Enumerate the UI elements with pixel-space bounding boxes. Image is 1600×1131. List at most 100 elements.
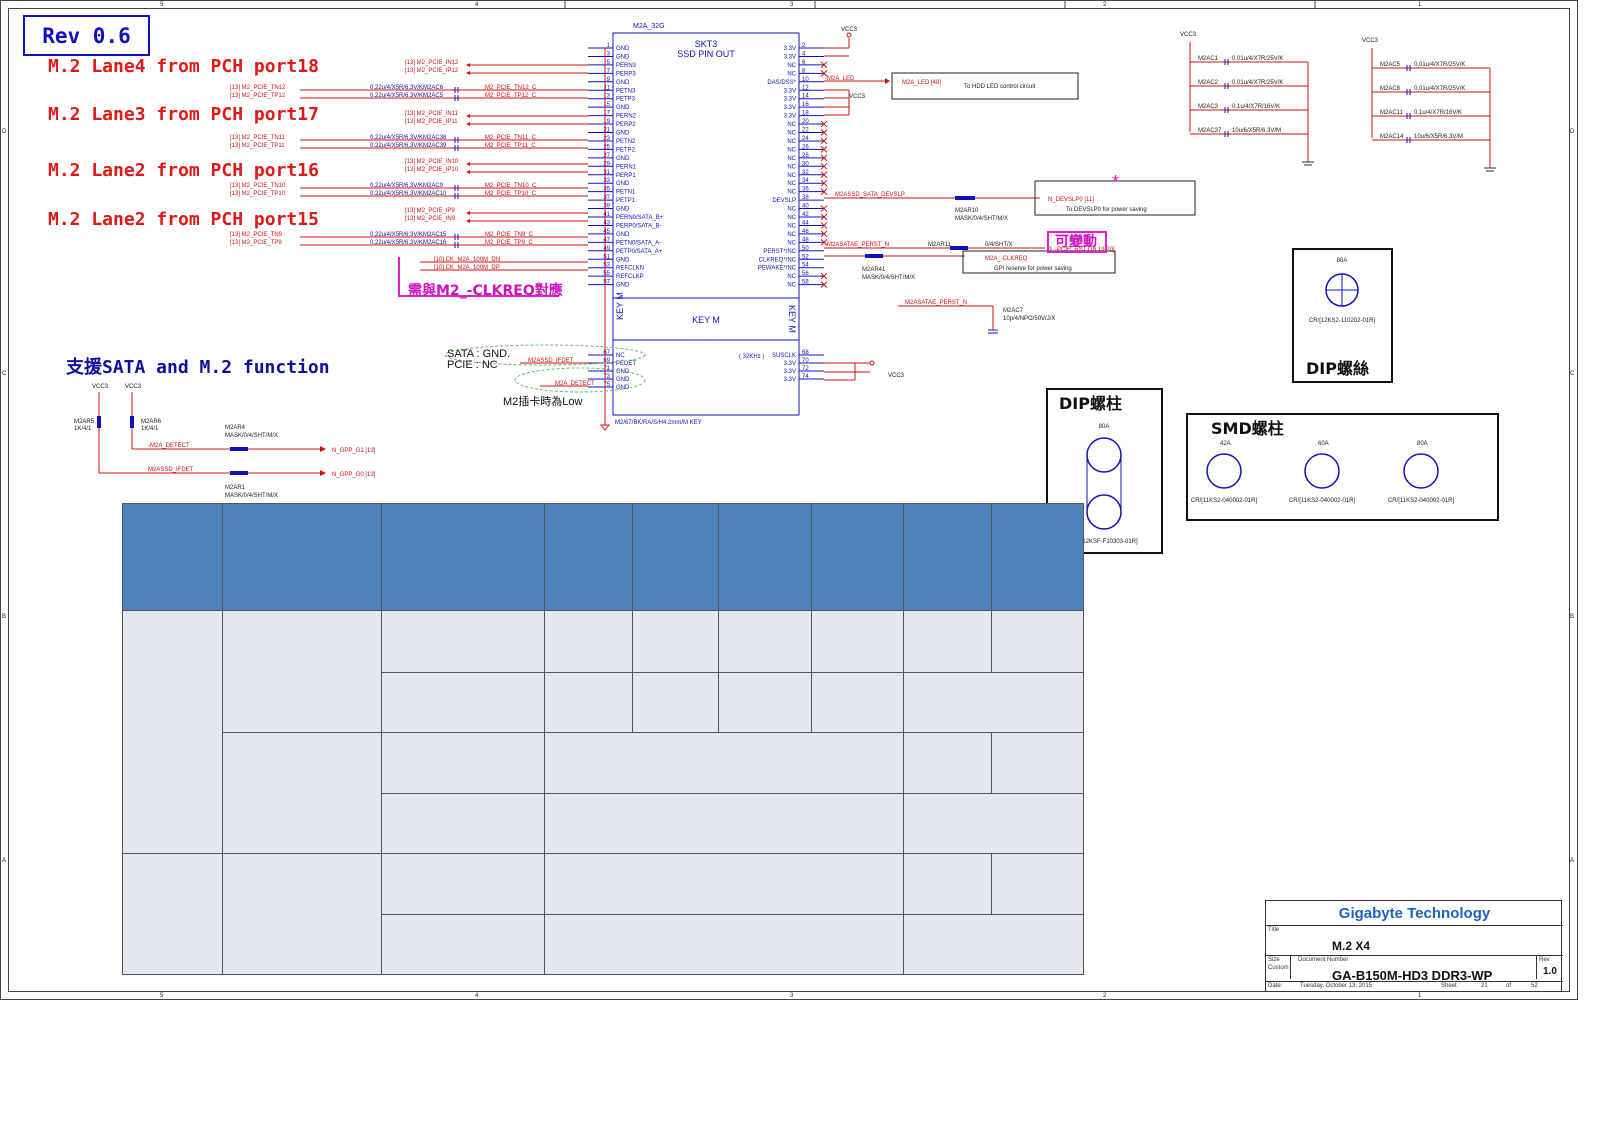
pin-number: 21 [603, 128, 610, 134]
pin-name: GND [616, 131, 630, 137]
pin-name: PERN0/SATA_B+ [616, 215, 664, 221]
capacitor-value: 10u/6/X5R/6.3V/M [1414, 134, 1463, 140]
pin-number: 6 [802, 60, 806, 66]
sata-note: SATA : GND. [447, 348, 510, 360]
net-label: [13] M2_PCIE_IP9 [405, 208, 455, 214]
dip-post-box [1046, 388, 1163, 554]
net-label: M2A_DETECT [555, 381, 595, 387]
pin-name: NC [787, 131, 796, 137]
pin-name: NC [787, 223, 796, 229]
net-label: [13] M2_PCIE_TP10 [230, 191, 286, 197]
border-mark-bottom: 2 [1103, 993, 1107, 999]
pin-number: 41 [603, 212, 610, 218]
pin-number: 70 [802, 358, 809, 364]
border-mark-top: 1 [1418, 2, 1422, 8]
pin-number: 15 [603, 102, 610, 108]
no-connect-icon [820, 146, 828, 153]
pin-number: 13 [603, 94, 610, 100]
border-mark-bottom: 1 [1418, 993, 1422, 999]
lane-heading-4: M.2 Lane4 from PCH port18 [48, 56, 319, 77]
lane-heading-3: M.2 Lane3 from PCH port17 [48, 104, 319, 125]
pin-name: SUSCLK [772, 353, 796, 359]
pin-number: 4 [802, 51, 806, 57]
border-mark-top: 5 [160, 2, 164, 8]
pin-name: DAS/DSS* [767, 80, 796, 86]
pin-name: PERP3 [616, 71, 636, 77]
pin-number: 53 [603, 263, 610, 269]
pin-number: 68 [802, 350, 809, 356]
pin-name: GND [616, 46, 630, 52]
cell-r2-i019-ip20 [902, 671, 1085, 734]
resistor-value: 1K/4/1 [141, 426, 159, 432]
no-connect-icon [820, 171, 828, 179]
cell-r2-i017 [718, 671, 812, 734]
cell-r1-i015 [543, 610, 633, 673]
pin-name: PETN1 [616, 190, 636, 196]
no-connect-icon [820, 238, 828, 246]
resistor-ref: M2AR1 [225, 485, 246, 491]
pin-name: NC [787, 207, 796, 213]
resistor-ref: M2AR6 [141, 419, 162, 425]
net-label: [13] M2_PCIE_IN12 [405, 60, 459, 66]
smd-size: 80A [1417, 441, 1428, 447]
cell-r4-i019-ip20 [902, 792, 1085, 855]
resistor-icon [97, 416, 101, 428]
net-label: M2_PCIE_TN11_C [485, 135, 537, 141]
pin-name: NC [787, 190, 796, 196]
rev-label: Rev [1539, 957, 1550, 963]
hdr-sata-express [380, 502, 545, 612]
pin-name: PERN1 [616, 164, 637, 170]
connector-part: M2A_32G [633, 23, 665, 30]
pin-name: PETP0/SATA_A+ [616, 249, 663, 255]
net-label: N_GPP_G1 [13] [332, 448, 376, 454]
pin-number: 39 [603, 204, 610, 210]
sheet-title: M.2 X4 [1332, 939, 1371, 953]
pin-name: GND [616, 181, 630, 187]
net-label: [13] M2_PCIE_IN11 [405, 111, 459, 117]
changeable-box [1047, 231, 1107, 253]
title-label: Title [1268, 927, 1280, 933]
net-label: O_-PCIE_RST [16,19,20] [1047, 247, 1115, 253]
pin-number: 18 [802, 111, 809, 117]
pin-number: 19 [603, 119, 610, 125]
arrow-icon [320, 446, 326, 452]
pin-name: CLKREQ*/NC [759, 257, 797, 263]
hdr-i017 [718, 502, 812, 612]
pin-name: GND [616, 232, 630, 238]
pin-number: 51 [603, 254, 610, 260]
pin-number: 46 [802, 229, 809, 235]
pin-name: NC [787, 181, 796, 187]
arrow-icon [466, 71, 470, 75]
border-mark-right: A [1570, 858, 1574, 864]
border-mark-left: D [2, 129, 7, 135]
no-connect-icon [820, 205, 828, 212]
arrow-icon [320, 470, 326, 476]
vcc-label: VCC3 [849, 94, 866, 100]
capacitor-value: 10p/4/NPO/50V/J/X [1003, 316, 1055, 322]
smd-part: CR/[11KS2-040002-01R] [1191, 498, 1258, 504]
net-label: -M2A_DETECT [148, 443, 190, 449]
pin-number: 17 [603, 111, 610, 117]
key-m-side-right: KEY M [787, 305, 797, 333]
pin-name: PETN2 [616, 139, 636, 145]
pin-number: 31 [603, 170, 610, 176]
no-connect-icon [820, 188, 828, 196]
connector-name: SSD PIN OUT [677, 49, 735, 59]
sata-pedet-note-outline [444, 344, 646, 366]
dip-screw-box [1292, 248, 1393, 383]
vcc-label: VCC3 [888, 373, 905, 379]
net-label: M2_PCIE_TP9_C [485, 240, 533, 246]
pin-name: NC [787, 274, 796, 280]
revision-label: Rev 0.6 [23, 15, 150, 56]
resistor-ref: M2AR4 [225, 425, 246, 431]
resistor-value: MASK/0/4/SHT/M/X [955, 216, 1008, 222]
hdr-i015 [543, 502, 633, 612]
no-connect-icon [820, 120, 828, 128]
capacitor-label: 0.22u/4/X5R/6.3V/KM2AC10 [370, 191, 447, 197]
pin-name: GND [616, 156, 630, 162]
capacitor-value: 0.1u/4/X7R/16V/K [1414, 110, 1462, 116]
pin-number: 34 [802, 178, 809, 184]
pin-name: 3.3V [784, 88, 796, 94]
no-connect-icon [820, 137, 828, 145]
capacitor-label: 0.22u/4/X5R/6.3V/KM2AC5 [370, 93, 444, 99]
